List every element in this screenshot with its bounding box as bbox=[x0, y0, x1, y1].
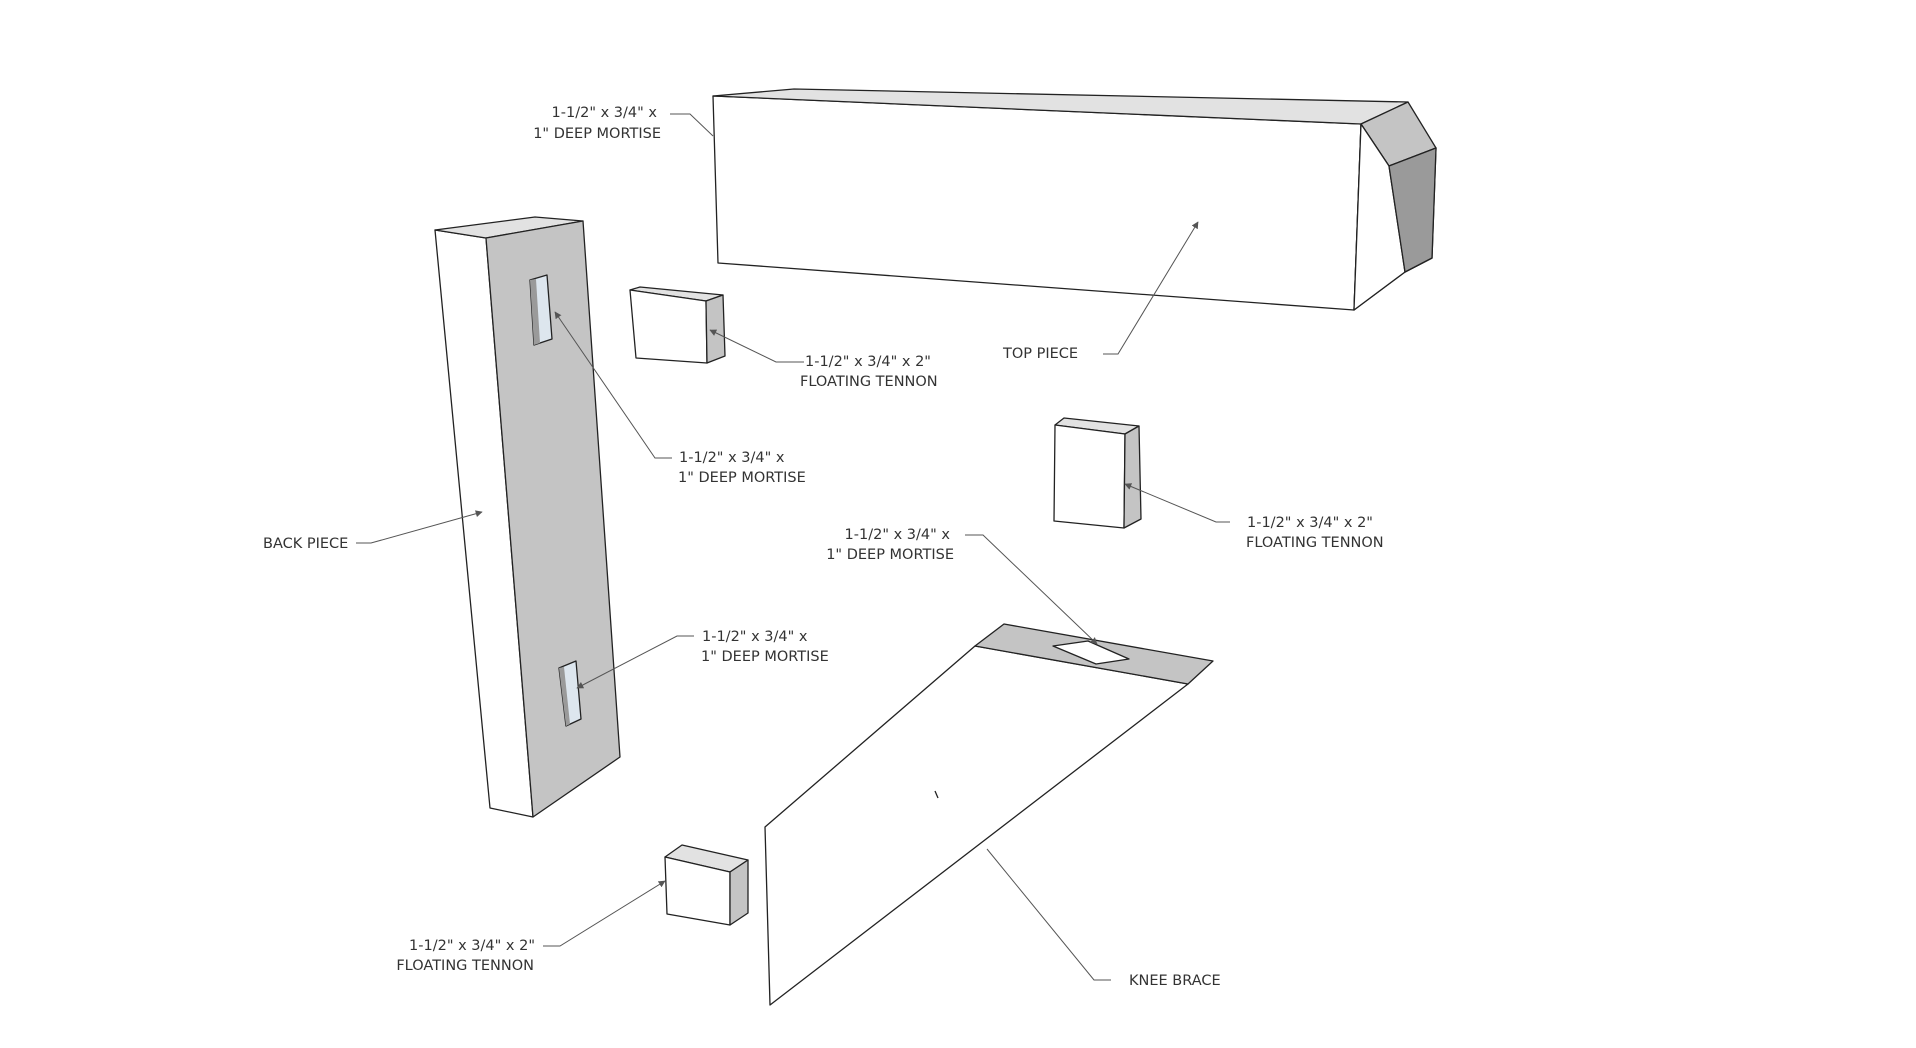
knee-brace bbox=[764, 623, 1214, 1006]
label-back-mortise-upper-line1: 1-1/2" x 3/4" x bbox=[679, 450, 785, 466]
label-tennon-upper: 1-1/2" x 3/4" x 2" FLOATING TENNON bbox=[800, 354, 938, 390]
label-tennon-right-line2: FLOATING TENNON bbox=[1246, 535, 1384, 551]
label-tennon-lower-line2: FLOATING TENNON bbox=[396, 958, 534, 974]
label-top-mortise-line2: 1" DEEP MORTISE bbox=[533, 126, 661, 142]
label-top-mortise-line1: 1-1/2" x 3/4" x bbox=[552, 105, 658, 121]
label-back-mortise-upper-line2: 1" DEEP MORTISE bbox=[678, 470, 806, 486]
top-piece bbox=[712, 88, 1437, 311]
leader-lines bbox=[356, 113, 1230, 981]
label-tennon-right-line1: 1-1/2" x 3/4" x 2" bbox=[1247, 515, 1373, 531]
label-tennon-upper-line2: FLOATING TENNON bbox=[800, 374, 938, 390]
label-back-mortise-upper: 1-1/2" x 3/4" x 1" DEEP MORTISE bbox=[678, 450, 806, 486]
label-back-mortise-lower-line2: 1" DEEP MORTISE bbox=[701, 649, 829, 665]
label-tennon-lower: 1-1/2" x 3/4" x 2" FLOATING TENNON bbox=[396, 938, 535, 974]
label-back-piece: BACK PIECE bbox=[263, 536, 348, 552]
floating-tennon-upper bbox=[629, 286, 726, 364]
label-top-mortise: 1-1/2" x 3/4" x 1" DEEP MORTISE bbox=[533, 105, 661, 142]
back-piece bbox=[434, 216, 621, 818]
back-mortise-upper bbox=[529, 274, 553, 346]
floating-tennon-lower bbox=[664, 844, 749, 926]
label-tennon-upper-line1: 1-1/2" x 3/4" x 2" bbox=[805, 354, 931, 370]
label-brace-mortise-line1: 1-1/2" x 3/4" x bbox=[845, 527, 951, 543]
label-back-mortise-lower: 1-1/2" x 3/4" x 1" DEEP MORTISE bbox=[701, 629, 829, 665]
label-brace-mortise-line2: 1" DEEP MORTISE bbox=[826, 547, 954, 563]
floating-tennon-right bbox=[1053, 417, 1142, 529]
label-tennon-lower-line1: 1-1/2" x 3/4" x 2" bbox=[409, 938, 535, 954]
back-mortise-lower bbox=[558, 660, 582, 727]
label-back-mortise-lower-line1: 1-1/2" x 3/4" x bbox=[702, 629, 808, 645]
label-brace-mortise: 1-1/2" x 3/4" x 1" DEEP MORTISE bbox=[826, 527, 954, 563]
label-top-piece: TOP PIECE bbox=[1002, 346, 1078, 362]
label-tennon-right: 1-1/2" x 3/4" x 2" FLOATING TENNON bbox=[1246, 515, 1384, 551]
label-knee-brace: KNEE BRACE bbox=[1129, 973, 1221, 989]
